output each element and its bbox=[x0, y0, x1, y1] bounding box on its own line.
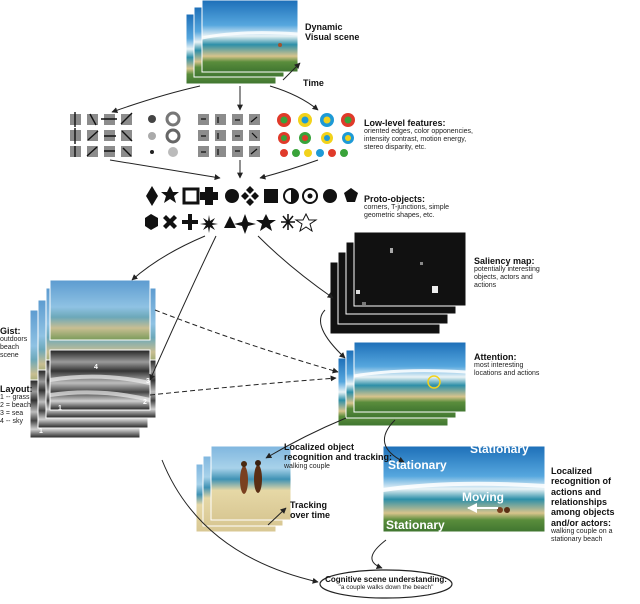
intensity-feature-group bbox=[148, 111, 181, 157]
saliency-title: Saliency map: bbox=[474, 256, 535, 266]
localized-object-title-2: recognition and tracking: bbox=[284, 452, 393, 463]
input-title-line2: Visual scene bbox=[305, 32, 360, 43]
localized-actions-title-1: Localized recognition of bbox=[551, 466, 611, 487]
layout-map-stack bbox=[29, 349, 157, 439]
stationary-overlay-top-right: Stationary bbox=[470, 442, 529, 456]
proto-desc-1: corners, T-junctions, simple bbox=[364, 204, 450, 212]
orientation-feature-grid bbox=[70, 112, 133, 157]
low-level-desc-3: stereo disparity, etc. bbox=[364, 144, 427, 152]
moving-overlay: Moving bbox=[462, 490, 504, 504]
localized-actions-desc: walking couple on a stationary beach bbox=[551, 528, 613, 544]
layout-label: Layout: 1 -- grass 2 = beach 3 = sea 4 -… bbox=[0, 384, 33, 427]
time-label: Time bbox=[303, 78, 324, 88]
flow-arrows bbox=[109, 85, 405, 584]
localized-object-stack bbox=[195, 445, 292, 533]
tracking-arrow bbox=[267, 507, 287, 526]
attention-label: Attention: most interesting locations an… bbox=[474, 352, 584, 378]
proto-title: Proto-objects: bbox=[364, 194, 426, 204]
localized-actions-title-3: among objects and/or actors: bbox=[551, 507, 615, 528]
proto-object-shapes bbox=[145, 186, 358, 234]
localized-object-title-1: Localized object bbox=[284, 442, 355, 452]
attention-desc-1: most interesting bbox=[474, 362, 524, 370]
localized-actions-label: Localized recognition of actions and rel… bbox=[551, 466, 640, 544]
localized-object-desc: walking couple bbox=[284, 462, 330, 470]
layout-item-1: 1 -- grass bbox=[0, 394, 30, 402]
low-level-title: Low-level features: bbox=[364, 118, 446, 128]
layout-region-number: 1 bbox=[58, 405, 62, 412]
cognitive-title: Cognitive scene understanding: bbox=[325, 575, 447, 584]
low-level-desc-1: oriented edges, color opponencies, bbox=[364, 128, 473, 136]
stationary-overlay-left: Stationary bbox=[388, 458, 447, 472]
layout-item-4: 4 -- sky bbox=[0, 418, 23, 426]
color-opponency-group bbox=[277, 113, 355, 157]
layout-region-number: 4 bbox=[94, 364, 98, 371]
layout-title: Layout: bbox=[0, 384, 33, 394]
action-recognition-image bbox=[382, 445, 546, 533]
tracking-line-2: over time bbox=[290, 510, 331, 521]
tracking-line-1: Tracking bbox=[290, 500, 328, 510]
saliency-desc-2: objects, actors and bbox=[474, 274, 533, 282]
input-title-line1: Dynamic bbox=[305, 22, 343, 32]
localized-actions-title-2: actions and relationships bbox=[551, 486, 608, 508]
cognitive-label: Cognitive scene understanding: "a couple… bbox=[320, 575, 452, 592]
input-scene-label: Dynamic Visual scene bbox=[305, 22, 359, 43]
cognitive-ellipse bbox=[319, 569, 453, 599]
layout-region-number: 1 bbox=[39, 428, 43, 435]
tracking-label: Tracking over time bbox=[290, 500, 330, 521]
gist-desc-1: outdoors bbox=[0, 336, 28, 344]
saliency-map-stack bbox=[329, 231, 467, 335]
gist-desc-2: beach bbox=[0, 344, 20, 352]
proto-desc-2: geometric shapes, etc. bbox=[364, 212, 435, 220]
input-scene-stack bbox=[185, 0, 299, 85]
layout-item-3: 3 = sea bbox=[0, 410, 24, 418]
attention-title: Attention: bbox=[474, 352, 517, 362]
low-level-desc-2: intensity contrast, motion energy, bbox=[364, 136, 467, 144]
attention-desc-2: locations and actions bbox=[474, 370, 540, 378]
stationary-overlay-bottom: Stationary bbox=[386, 518, 445, 532]
gist-desc-3: scene bbox=[0, 352, 19, 360]
time-arrow bbox=[282, 62, 301, 81]
motion-feature-grid bbox=[198, 114, 260, 157]
attention-focus-ring bbox=[427, 375, 441, 389]
layout-region-number: 2 bbox=[143, 399, 147, 406]
cognitive-quote: "a couple walks down the beach" bbox=[338, 584, 434, 592]
proto-objects-label: Proto-objects: corners, T-junctions, sim… bbox=[364, 194, 514, 220]
layout-region-number: 3 bbox=[146, 378, 150, 385]
attention-scene-stack bbox=[337, 341, 467, 427]
saliency-desc-3: actions bbox=[474, 282, 497, 290]
gist-title: Gist: bbox=[0, 326, 21, 336]
low-level-label: Low-level features: oriented edges, colo… bbox=[364, 118, 514, 152]
gist-label: Gist: outdoors beach scene bbox=[0, 326, 27, 360]
saliency-desc-1: potentially interesting bbox=[474, 266, 540, 274]
localized-object-label: Localized object recognition and trackin… bbox=[284, 442, 394, 471]
layout-item-2: 2 = beach bbox=[0, 402, 31, 410]
saliency-label: Saliency map: potentially interesting ob… bbox=[474, 256, 584, 290]
